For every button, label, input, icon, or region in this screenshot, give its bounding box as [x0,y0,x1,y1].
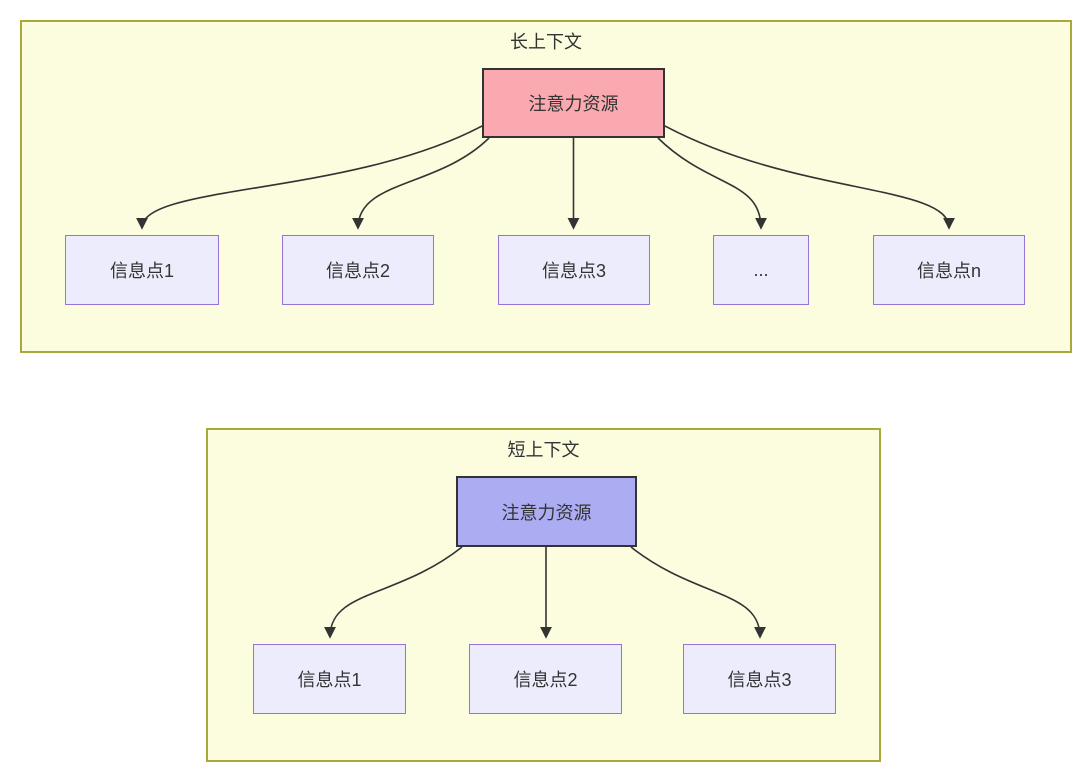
attention-resource-node-short: 注意力资源 [456,476,637,547]
info-node-label: 信息点3 [541,261,606,281]
info-node-label: 信息点3 [727,670,792,690]
info-node-long-2: 信息点2 [282,235,434,305]
panel-long-context-title: 长上下文 [510,32,582,52]
info-node-short-2: 信息点2 [469,644,622,714]
attention-resource-node-long: 注意力资源 [482,68,665,138]
info-node-short-3: 信息点3 [683,644,836,714]
info-node-label: 信息点1 [297,670,362,690]
info-node-label: 信息点2 [325,261,390,281]
panel-short-context-title: 短上下文 [507,440,580,460]
info-node-long-ellipsis: ... [713,235,809,305]
attention-resource-label: 注意力资源 [528,94,619,114]
info-node-long-3: 信息点3 [498,235,650,305]
info-node-label: 信息点2 [513,670,578,690]
info-node-short-1: 信息点1 [253,644,406,714]
info-node-label: 信息点1 [109,261,174,281]
attention-resource-label: 注意力资源 [501,502,592,523]
info-node-label: 信息点n [916,261,981,281]
info-node-label: ... [753,259,769,280]
info-node-long-n: 信息点n [873,235,1025,305]
info-node-long-1: 信息点1 [65,235,219,305]
